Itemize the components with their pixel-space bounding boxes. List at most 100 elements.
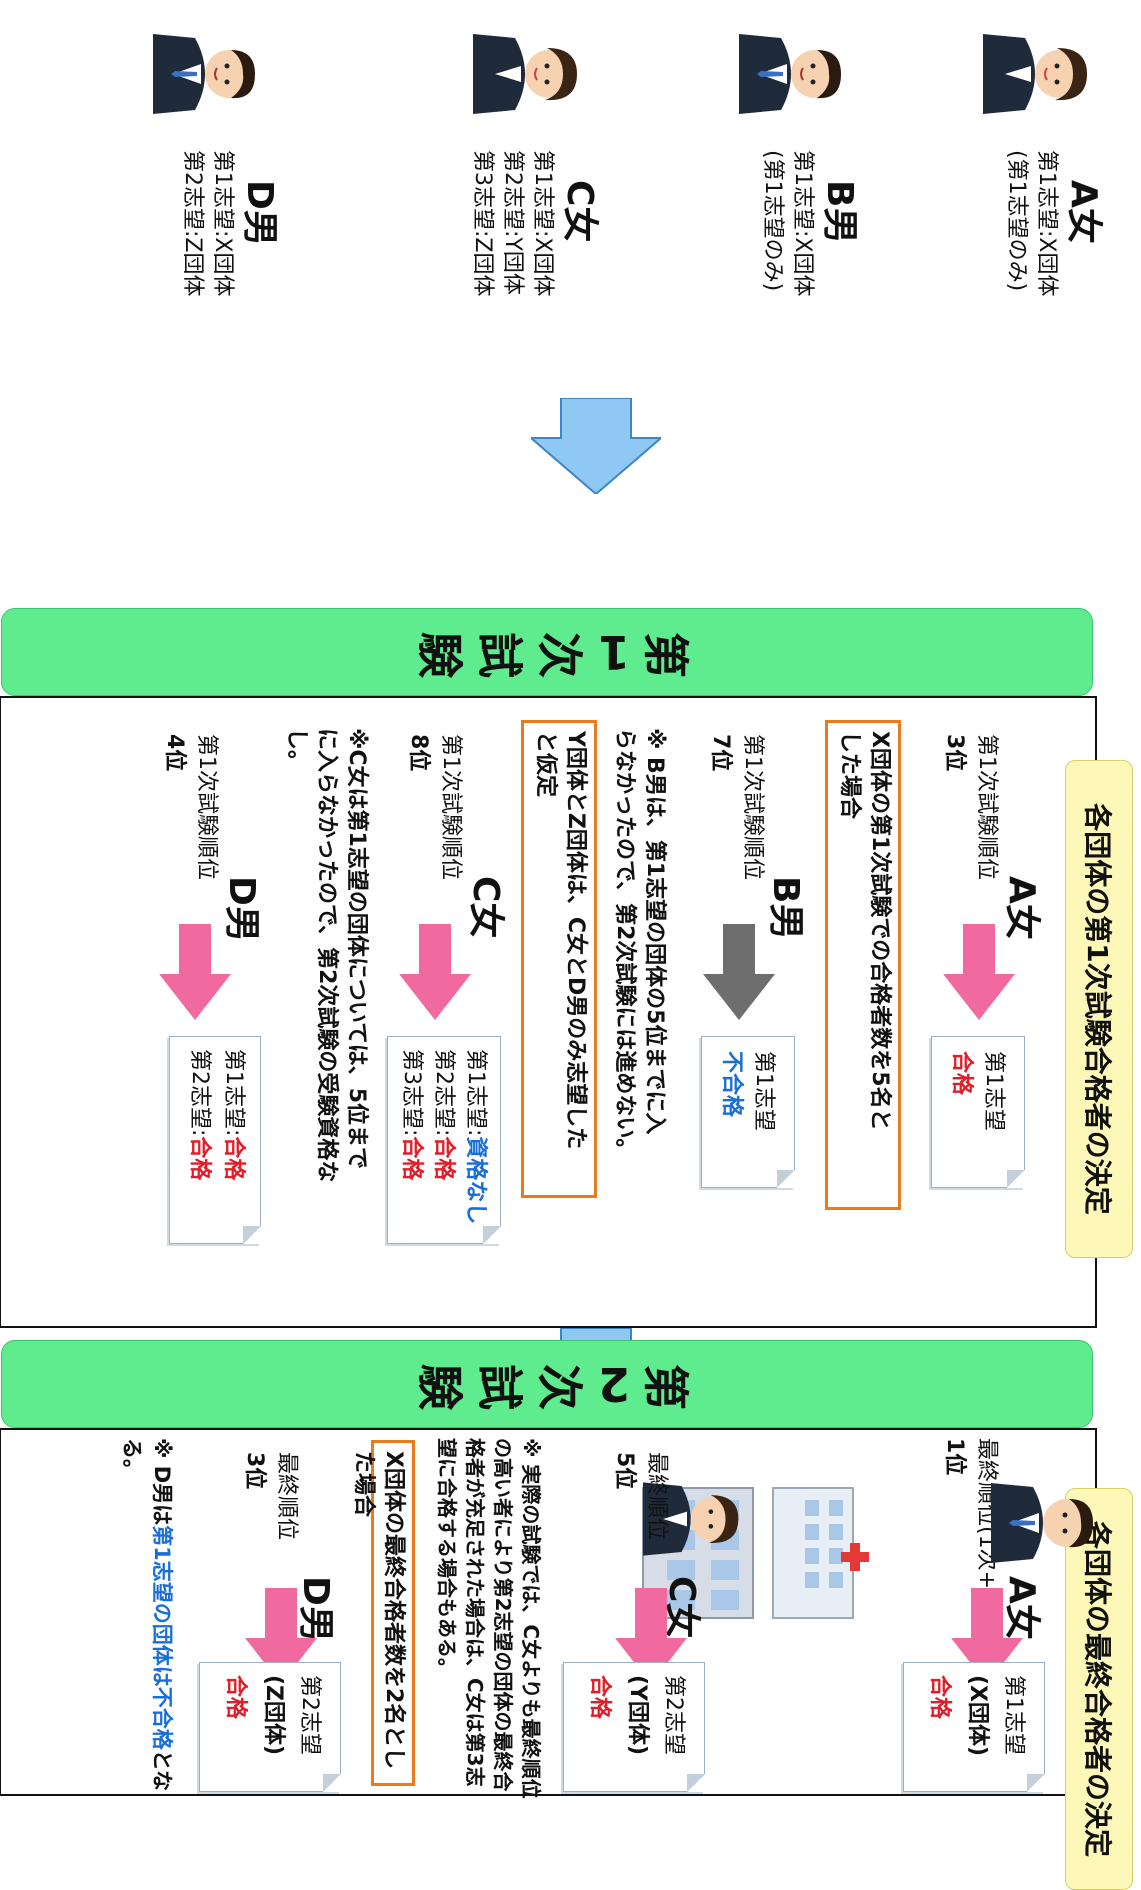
s1-b-card-line-1: 第1志望 (751, 1051, 776, 1131)
s1-d-card-row-1: 第1志望:合格 (218, 1049, 248, 1180)
s1-c-card-row-2: 第2志望:合格 (428, 1049, 458, 1180)
s1-c-card: 第1志望:資格なし 第2志望:合格 第3志望:合格 (387, 1036, 501, 1244)
s2-d-rank: 3位 (242, 1452, 267, 1490)
avatar-b (739, 14, 859, 134)
s2-d-note-highlight: 第1志望の団体は不合格 (150, 1525, 174, 1750)
s1-c-card-row-2-value: 合格 (431, 1136, 456, 1181)
b-note-line-1: ※ B男は、第1志望の団体の5位までに入 (642, 728, 667, 1135)
pink-arrow-icon (245, 1588, 317, 1684)
diagram-stage: A女 第1志望:X団体 (第1志望のみ) B男 第1志望:X団体 (第1志望のみ… (0, 14, 1133, 1890)
section-1-title: 各団体の第1次試験合格者の決定 (1065, 760, 1133, 1258)
x-assumption-line-2: した場合 (837, 731, 862, 820)
s1-c-card-row-3-label: 第3志望: (399, 1049, 424, 1137)
pink-arrow-icon (159, 924, 231, 1020)
s2-d-rank-label: 最終順位 (274, 1452, 299, 1541)
s1-c-rank-label: 第1次試験順位 (438, 734, 463, 880)
s2-c-card-line-1: 第2志望 (661, 1675, 686, 1755)
s1-c-card-row-1: 第1志望:資格なし (460, 1049, 490, 1224)
s1-a-card-result: 合格 (949, 1051, 974, 1096)
applicant-c-line-3: 第3志望:Z団体 (470, 150, 495, 297)
s1-c-card-row-1-value: 資格なし (463, 1136, 488, 1225)
man-in-suit-icon (739, 34, 841, 114)
flow-arrow-1-icon (531, 398, 661, 494)
s2-c-card-line-2: (Y団体) (625, 1675, 650, 1756)
phase-2-bar: 第2次試験 (1, 1340, 1093, 1428)
man-with-building (991, 1458, 1111, 1588)
s2-note-line-4: 望に合格する場合もある。 (435, 1438, 459, 1678)
s1-b-rank-label: 第1次試験順位 (740, 734, 765, 880)
applicant-b-line-2: (第1志望のみ) (760, 150, 785, 292)
s1-c-card-row-3-value: 合格 (399, 1136, 424, 1181)
s2-d-card: 第2志望 (Z団体) 合格 (199, 1662, 341, 1792)
applicant-c-line-1: 第1志望:X団体 (530, 150, 555, 297)
s2-d-card-line-1: 第2志望 (297, 1675, 322, 1755)
woman-in-suit-icon (473, 34, 577, 114)
s1-b-card: 第1志望 不合格 (701, 1036, 795, 1188)
applicant-b-line-1: 第1志望:X団体 (790, 150, 815, 297)
man-in-suit-icon (991, 1483, 1093, 1563)
s1-c-card-row-3: 第3志望:合格 (396, 1049, 426, 1180)
s2-a-card-result: 合格 (927, 1675, 952, 1720)
s1-b-rank: 7位 (708, 734, 733, 772)
s1-b-card-result: 不合格 (719, 1051, 744, 1118)
pink-arrow-icon (951, 1588, 1023, 1684)
s2-d-card-line-2: (Z団体) (261, 1675, 286, 1756)
c-note: ※C女は第1志望の団体については、5位まで に入らなかったので、第2次試験の受験… (281, 728, 371, 1182)
s1-c-card-row-2-label: 第2志望: (431, 1049, 456, 1137)
s2-note-line-1: ※ 実際の試験では、C女よりも最終順位 (519, 1438, 543, 1799)
avatar-c (473, 14, 593, 134)
s2-d-note: ※ D男は第1志望の団体は不合格となる。 (117, 1438, 177, 1800)
s2-d-card-result: 合格 (223, 1675, 248, 1720)
applicant-a-line-2: (第1志望のみ) (1004, 150, 1029, 292)
s1-d-rank-label: 第1次試験順位 (194, 734, 219, 880)
pink-arrow-icon (399, 924, 471, 1020)
s2-c-rank: 5位 (612, 1452, 637, 1490)
s1-c-rank: 8位 (406, 734, 431, 772)
s1-d-card-row-2-label: 第2志望: (187, 1049, 212, 1137)
s2-c-card: 第2志望 (Y団体) 合格 (563, 1662, 705, 1792)
avatar-a (983, 14, 1103, 134)
s2-note: ※ 実際の試験では、C女よりも最終順位 の高い者により第2志望の団体の最終合 格… (433, 1438, 545, 1799)
s2-a-card-line-1: 第1志望 (1001, 1675, 1026, 1755)
yz-assumption-line-1: Y団体とZ団体は、C女とD男のみ志望した (563, 731, 588, 1150)
s1-a-card: 第1志望 合格 (931, 1036, 1025, 1188)
yz-assumption-box: Y団体とZ団体は、C女とD男のみ志望した と仮定 (521, 720, 597, 1198)
woman-with-building (643, 1464, 753, 1574)
s1-a-card-line-1: 第1志望 (981, 1051, 1006, 1131)
b-note-line-2: らなかったので、第2次試験には進めない。 (612, 728, 637, 1161)
x-assumption-line-1: X団体の第1次試験での合格者数を5名と (867, 731, 892, 1131)
applicant-d-name: D男 (239, 180, 280, 246)
avatar-d (153, 14, 273, 134)
s2-note-line-2: の高い者により第2志望の団体の最終合 (491, 1438, 515, 1792)
applicant-d-line-1: 第1志望:X団体 (210, 150, 235, 297)
x-final-box: X団体の最終合格者数を2名とした場合 (351, 1440, 415, 1786)
pink-arrow-icon (943, 924, 1015, 1020)
s1-a-rank: 3位 (942, 734, 967, 772)
applicant-c-name: C女 (559, 180, 600, 243)
gray-arrow-icon (703, 924, 775, 1020)
s1-d-card: 第1志望:合格 第2志望:合格 (169, 1036, 261, 1244)
b-note: ※ B男は、第1志望の団体の5位までに入 らなかったので、第2次試験には進めない… (609, 728, 669, 1160)
phase-1-label: 第1次試験 (404, 625, 691, 679)
s2-c-card-result: 合格 (587, 1675, 612, 1720)
s1-a-rank-label: 第1次試験順位 (974, 734, 999, 880)
phase-2-label: 第2次試験 (404, 1357, 691, 1411)
c-note-line-3: し。 (284, 728, 309, 773)
applicant-b-name: B男 (819, 180, 860, 244)
s1-d-card-row-1-label: 第1志望: (221, 1049, 246, 1137)
c-note-line-2: に入らなかったので、第2次試験の受験資格な (314, 728, 339, 1183)
s1-c-card-row-1-label: 第1志望: (463, 1049, 488, 1137)
s1-d-card-row-2-value: 合格 (187, 1136, 212, 1181)
s2-a-card: 第1志望 (X団体) 合格 (903, 1662, 1045, 1792)
c-note-line-1: ※C女は第1志望の団体については、5位まで (344, 728, 369, 1170)
phase-1-bar: 第1次試験 (1, 608, 1093, 696)
s1-d-card-row-2: 第2志望:合格 (184, 1049, 214, 1180)
s2-c-rank-label: 最終順位 (644, 1452, 669, 1541)
woman-in-suit-icon (643, 1482, 739, 1556)
woman-in-suit-icon (983, 34, 1087, 114)
man-in-suit-icon (153, 34, 255, 114)
s1-d-card-row-1-value: 合格 (221, 1136, 246, 1181)
applicant-a-name: A女 (1063, 180, 1104, 244)
applicant-a-line-1: 第1志望:X団体 (1034, 150, 1059, 297)
applicant-d-line-2: 第2志望:Z団体 (180, 150, 205, 297)
